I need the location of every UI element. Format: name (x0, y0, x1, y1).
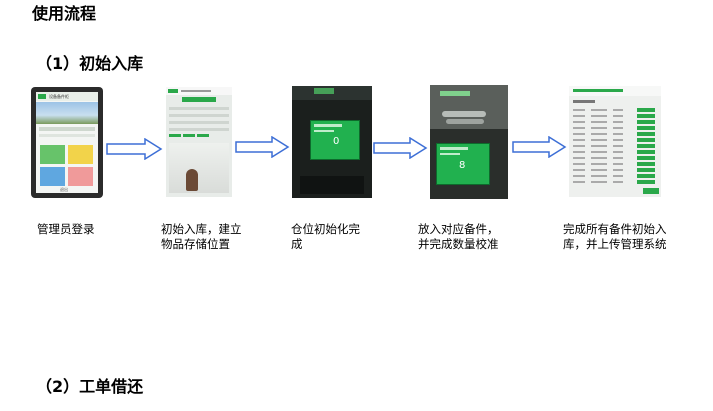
list-item (573, 132, 657, 136)
step-caption-login: 管理员登录 (37, 222, 95, 236)
list-item (573, 108, 657, 112)
list-item (573, 144, 657, 148)
list-item (573, 174, 657, 178)
page-title: 使用流程 (32, 4, 97, 23)
tablet-tile-blue[interactable] (40, 167, 65, 186)
list-item (573, 150, 657, 154)
tablet-tile-green[interactable] (40, 145, 65, 164)
list-item (573, 168, 657, 172)
arrow-right-icon (106, 138, 163, 160)
step2-setup-photo (166, 87, 232, 197)
cabinet-count-value: 0 (333, 136, 340, 147)
step-caption-slot-initialized: 仓位初始化完成 (291, 222, 360, 251)
step-caption-initial-stock: 初始入库，建立物品存储位置 (161, 222, 242, 251)
parts-count-value: 8 (459, 160, 466, 171)
list-item (573, 156, 657, 160)
section-title-initial-stock: （1）初始入库 (36, 54, 144, 73)
step3-cabinet-photo: 0 (292, 86, 372, 198)
tablet-header-text: 设备备件柜 (49, 94, 69, 99)
list-item (573, 114, 657, 118)
tablet-tile-pink[interactable] (68, 167, 93, 186)
list-item (573, 180, 657, 184)
section-title-work-order: （2）工单借还 (36, 377, 144, 396)
list-item (573, 138, 657, 142)
list-item (573, 126, 657, 130)
step-caption-upload: 完成所有备件初始入库，并上传管理系统 (563, 222, 667, 251)
step1-tablet-photo: 设备备件柜 退出 (31, 87, 103, 198)
step4-parts-photo: 8 (430, 85, 508, 199)
tablet-logout-text: 退出 (60, 187, 68, 192)
list-item (573, 120, 657, 124)
step-caption-calibration: 放入对应备件，并完成数量校准 (418, 222, 499, 251)
tablet-tile-yellow[interactable] (68, 145, 93, 164)
list-item (573, 162, 657, 166)
arrow-right-icon (512, 136, 567, 158)
step5-system-list-photo (569, 86, 661, 197)
arrow-right-icon (373, 137, 428, 159)
arrow-right-icon (235, 136, 290, 158)
